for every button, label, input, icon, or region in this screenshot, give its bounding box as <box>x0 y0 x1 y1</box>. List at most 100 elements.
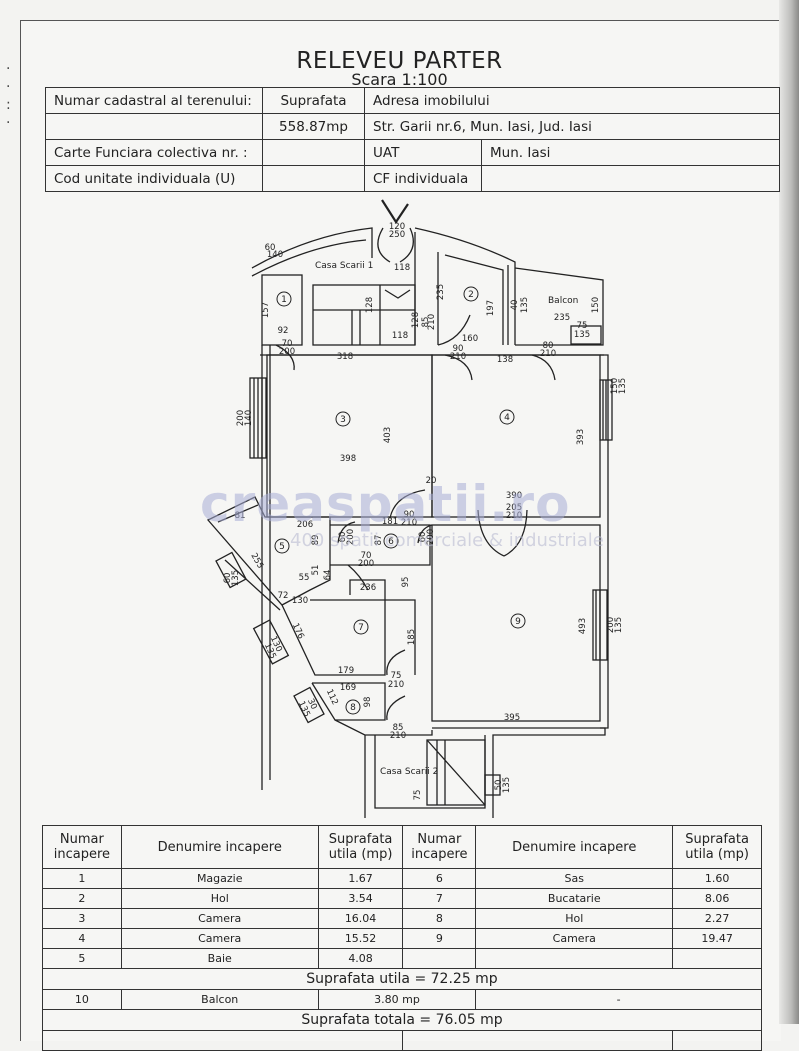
stair2-label: Casa Scarii 2 <box>380 767 438 777</box>
watermark-brand: creaspatii.ro <box>200 475 571 533</box>
address-label: Adresa imobilului <box>364 87 780 114</box>
uat-label: UAT <box>364 139 482 166</box>
svg-text:200: 200 <box>426 529 436 545</box>
svg-text:128: 128 <box>411 312 421 328</box>
svg-text:169: 169 <box>340 683 356 693</box>
svg-text:390: 390 <box>506 491 522 501</box>
room-marker-2 <box>463 286 479 302</box>
svg-text:140: 140 <box>244 410 254 426</box>
col-header-name: Denumire incapere <box>120 825 319 869</box>
watermark-tagline: 400 spatii comerciale & industriale <box>290 530 604 551</box>
room-marker-5 <box>274 538 290 554</box>
cf-individual-value <box>481 165 780 192</box>
svg-text:85: 85 <box>421 317 431 328</box>
svg-text:250: 250 <box>389 230 405 240</box>
svg-text:55: 55 <box>299 573 310 583</box>
room-marker-6 <box>383 533 399 549</box>
svg-text:210: 210 <box>450 352 466 362</box>
svg-text:60: 60 <box>223 573 233 584</box>
cadastral-label: Numar cadastral al terenului: <box>45 87 263 114</box>
svg-text:135: 135 <box>520 297 530 313</box>
svg-text:2: 2 <box>468 290 474 300</box>
svg-text:185: 185 <box>407 629 417 645</box>
svg-text:160: 160 <box>462 334 478 344</box>
entrance-arrow-icon <box>381 199 409 225</box>
svg-text:135: 135 <box>574 330 590 340</box>
document-scale: Scara 1:100 <box>351 70 448 89</box>
svg-text:200: 200 <box>279 347 295 357</box>
svg-text:90: 90 <box>404 510 415 520</box>
svg-text:205: 205 <box>506 503 522 513</box>
address-value: Str. Garii nr.6, Mun. Iasi, Jud. Iasi <box>364 113 780 140</box>
svg-text:75: 75 <box>413 790 423 801</box>
svg-text:50: 50 <box>494 780 504 791</box>
svg-text:60: 60 <box>265 243 276 253</box>
svg-text:130: 130 <box>292 596 308 606</box>
svg-text:150: 150 <box>591 297 601 313</box>
svg-text:1: 1 <box>281 295 287 305</box>
svg-text:128: 128 <box>365 297 375 313</box>
room-marker-3 <box>335 411 351 427</box>
svg-text:89: 89 <box>311 535 321 546</box>
svg-text:70: 70 <box>282 339 293 349</box>
svg-text:8: 8 <box>350 703 356 713</box>
svg-text:176: 176 <box>290 622 306 641</box>
svg-text:140: 140 <box>267 250 283 260</box>
svg-text:80: 80 <box>543 341 554 351</box>
svg-text:60: 60 <box>338 532 348 543</box>
unit-code-value <box>262 165 365 192</box>
svg-text:112: 112 <box>324 688 340 707</box>
grand-area-total: Suprafata totala = 76.05 mp <box>42 1009 762 1031</box>
col-header-num: Numar incapere <box>42 825 122 869</box>
svg-text:210: 210 <box>540 349 556 359</box>
svg-text:4: 4 <box>504 413 510 423</box>
stair1-label: Casa Scarii 1 <box>315 261 373 271</box>
svg-text:64: 64 <box>323 570 333 581</box>
svg-text:7: 7 <box>358 623 364 633</box>
svg-text:395: 395 <box>504 713 520 723</box>
svg-text:210: 210 <box>401 518 417 528</box>
svg-text:235: 235 <box>436 284 446 300</box>
svg-text:95: 95 <box>401 577 411 588</box>
svg-text:90: 90 <box>453 344 464 354</box>
col-header-area: Suprafata utila (mp) <box>317 825 404 869</box>
svg-text:87: 87 <box>374 535 384 546</box>
uat-value: Mun. Iasi <box>481 139 780 166</box>
cf-individual-label: CF individuala <box>364 165 482 192</box>
svg-text:210: 210 <box>506 511 522 521</box>
room-marker-9 <box>510 613 526 629</box>
svg-text:157: 157 <box>261 302 271 318</box>
svg-text:5: 5 <box>279 542 285 552</box>
svg-text:72: 72 <box>278 591 289 601</box>
rooms-table: Numar incapere Denumire incapere Suprafa… <box>41 825 762 1051</box>
svg-text:150: 150 <box>610 378 620 394</box>
area-value: 558.87mp <box>262 113 365 140</box>
svg-text:210: 210 <box>388 680 404 690</box>
svg-text:197: 197 <box>486 300 496 316</box>
svg-text:51: 51 <box>311 565 321 576</box>
svg-text:118: 118 <box>392 331 408 341</box>
svg-text:120: 120 <box>389 222 405 232</box>
svg-text:493: 493 <box>578 618 588 634</box>
svg-text:70: 70 <box>361 551 372 561</box>
cadastral-value <box>45 113 263 140</box>
useful-area-total: Suprafata utila = 72.25 mp <box>42 968 762 990</box>
room-marker-8 <box>345 699 361 715</box>
svg-text:200: 200 <box>346 529 356 545</box>
table-row-balcony: 10 Balcon 3.80 mp - <box>42 989 762 1010</box>
col-header-num-2: Numar incapere <box>402 825 477 869</box>
svg-text:318: 318 <box>337 352 353 362</box>
svg-text:398: 398 <box>340 454 356 464</box>
svg-text:403: 403 <box>383 427 393 443</box>
svg-text:210: 210 <box>390 731 406 741</box>
svg-text:3: 3 <box>340 415 346 425</box>
svg-text:135: 135 <box>231 570 241 586</box>
floor-plan: Casa Scarii 1 Balcon Casa Scarii 2 1 2 3… <box>206 199 628 818</box>
unit-code-label: Cod unitate individuala (U) <box>45 165 263 192</box>
room-marker-7 <box>353 619 369 635</box>
svg-text:81: 81 <box>235 511 246 521</box>
svg-text:393: 393 <box>576 429 586 445</box>
room-marker-1 <box>276 291 292 307</box>
